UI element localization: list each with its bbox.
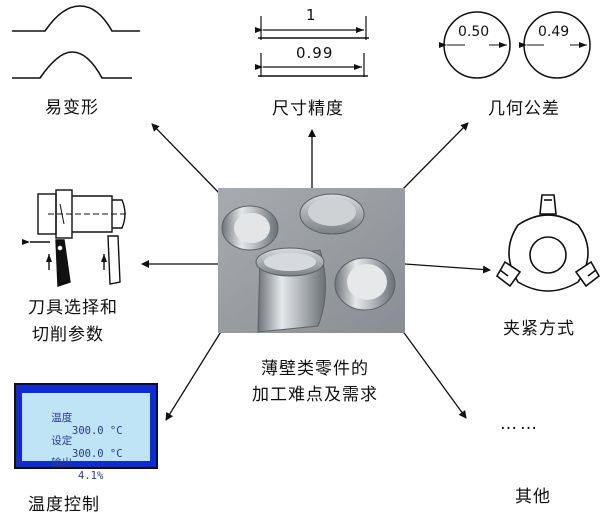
center-caption-line2: 加工难点及需求	[252, 385, 378, 405]
display-row1-label: 温度	[51, 412, 73, 424]
arrow-to-other	[401, 329, 467, 419]
deformation-icon	[12, 5, 140, 79]
label-clamping: 夹紧方式	[503, 319, 575, 339]
display-row2-label: 设定	[51, 435, 73, 447]
temperature-display-screen: 温度 300.0 °C 设定 300.0 °C 输出 4.1%	[22, 393, 150, 482]
display-row1-value: 300.0 °C	[72, 425, 123, 437]
label-tool-selection-1: 刀具选择和	[28, 298, 118, 318]
label-deformation: 易变形	[45, 98, 99, 118]
dimension-icon	[255, 16, 369, 77]
dimension-top-value: 1	[306, 6, 317, 24]
arrow-to-tolerance	[401, 122, 469, 191]
tolerance-icon	[439, 11, 591, 79]
chuck-clamp-icon	[495, 194, 601, 292]
label-tool-selection-2: 切削参数	[32, 325, 104, 345]
display-row-output: 输出 4.1%	[26, 443, 103, 494]
label-geometric-tolerance: 几何公差	[488, 99, 560, 119]
display-row-setpoint: 设定 300.0 °C	[26, 421, 122, 472]
arrow-to-clamping	[404, 263, 491, 274]
center-caption-line1: 薄壁类零件的	[261, 359, 369, 379]
lathe-tool-icon	[22, 189, 128, 287]
arrow-to-temperature	[165, 329, 223, 421]
label-dimension-accuracy: 尺寸精度	[272, 99, 344, 119]
display-row3-value: 4.1%	[78, 470, 104, 482]
dimension-bottom-value: 0.99	[296, 44, 334, 62]
label-temperature-control: 温度控制	[28, 495, 100, 515]
tolerance-left-value: 0.50	[458, 24, 490, 40]
arrow-to-deformation	[151, 123, 223, 197]
center-caption: 薄壁类零件的 加工难点及需求	[230, 356, 400, 408]
label-other: 其他	[515, 487, 551, 507]
tolerance-right-value: 0.49	[538, 24, 570, 40]
display-row2-value: 300.0 °C	[72, 448, 123, 460]
label-ellipsis: ……	[500, 414, 540, 434]
display-row-temperature: 温度 300.0 °C	[26, 398, 122, 449]
thin-wall-parts-photo	[218, 188, 405, 333]
display-row3-label: 输出	[51, 457, 73, 469]
arrows	[141, 122, 491, 421]
